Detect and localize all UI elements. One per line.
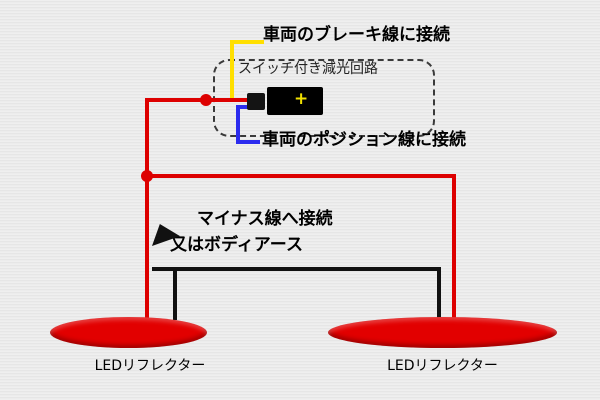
position-wire-vertical (236, 105, 240, 144)
position-wire-label: 車両のポジション線に接続 (262, 130, 466, 150)
position-wire-bottom-horizontal (236, 140, 260, 144)
junction-dot-left (141, 170, 153, 182)
plus-mark: + (294, 89, 309, 109)
brake-wire-vertical (230, 40, 234, 102)
junction-dot-top (200, 94, 212, 106)
dimmer-module-body (267, 87, 323, 115)
position-wire-top-horizontal (236, 105, 252, 109)
brake-wire-label: 車両のブレーキ線に接続 (263, 25, 450, 45)
brake-wire-horizontal (230, 40, 264, 44)
dimming-circuit-label: スイッチ付き減光回路 (238, 61, 378, 77)
ground-label-line2: 又はボディアース (170, 235, 303, 255)
ground-wire-horizontal (152, 267, 441, 271)
reflector-left-label: LEDリフレクター (94, 358, 206, 374)
reflector-right (328, 317, 557, 348)
power-wire-right-vertical (452, 174, 456, 322)
power-wire-left-vertical (145, 98, 149, 322)
ground-wire-left-vertical (173, 267, 177, 320)
ground-label-line1: マイナス線へ接続 (197, 209, 333, 229)
power-wire-middle-horizontal (145, 174, 456, 178)
reflector-right-label: LEDリフレクター (387, 358, 498, 374)
power-wire-top-horizontal (145, 98, 251, 102)
ground-wire-right-vertical (437, 267, 441, 320)
dimmer-module-plug (247, 93, 265, 110)
reflector-left (50, 317, 207, 348)
